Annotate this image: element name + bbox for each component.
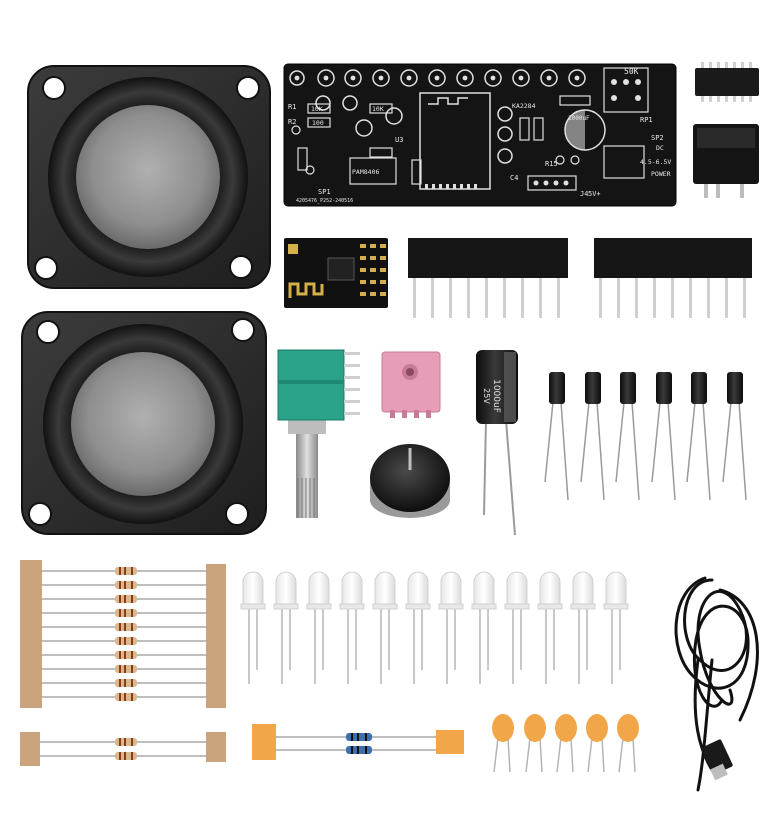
blue-resistors bbox=[252, 724, 464, 760]
pcb-label-ka: KA2284 bbox=[512, 102, 536, 110]
led-icon bbox=[306, 571, 332, 684]
pcb-label-r15: R15 bbox=[545, 160, 558, 168]
led-icon bbox=[240, 571, 266, 684]
pcb-label-10k-b: 10K bbox=[372, 105, 384, 113]
potentiometer-icon bbox=[277, 349, 360, 518]
small-capacitor bbox=[615, 372, 640, 501]
ceramic-cap bbox=[586, 714, 608, 773]
bluetooth-module-icon bbox=[284, 238, 388, 308]
led-icon bbox=[372, 571, 398, 684]
pcb-label-rp1: RP1 bbox=[640, 116, 653, 124]
resistor-strip bbox=[20, 560, 226, 708]
pcb-label-chip: PAM8406 bbox=[352, 168, 379, 176]
amplifier-pcb: 50K RP1 R1 R2 10K 10K 100 U3 SP1 SP2 C4 … bbox=[283, 63, 677, 207]
led-icon bbox=[438, 571, 464, 684]
led-icon bbox=[273, 571, 299, 684]
pcb-led-footprints bbox=[289, 69, 586, 164]
pcb-label-5v: 5V+ bbox=[588, 190, 601, 198]
pcb-label-dc: DC bbox=[656, 144, 664, 152]
pcb-label-10k-a: 10K bbox=[311, 105, 323, 113]
small-capacitor bbox=[580, 372, 605, 501]
capacitor-icon: 1000uF 25V bbox=[476, 350, 518, 536]
ceramic-cap bbox=[617, 714, 639, 773]
pcb-label-c-1000: 1000uF bbox=[568, 115, 590, 122]
pcb-label-sp1: SP1 bbox=[318, 188, 331, 196]
small-capacitor bbox=[544, 372, 569, 501]
pcb-label-100: 100 bbox=[312, 119, 324, 127]
capacitor-value-label: 1000uF bbox=[491, 379, 501, 413]
ceramic-cap bbox=[555, 714, 577, 773]
knob-icon bbox=[370, 444, 450, 518]
usb-plug bbox=[701, 739, 733, 775]
pcb-label-u3: U3 bbox=[395, 136, 403, 144]
pcb-label-r1: R1 bbox=[288, 103, 296, 111]
led-icon bbox=[504, 571, 530, 684]
dc-jack-icon bbox=[693, 124, 759, 198]
pcb-label-power: POWER bbox=[651, 170, 671, 178]
header-pin-icon bbox=[408, 238, 568, 318]
small-capacitor bbox=[686, 372, 711, 501]
capacitor-voltage-label: 25V bbox=[482, 388, 491, 404]
ic-chip-icon bbox=[695, 62, 759, 102]
ceramic-cap bbox=[492, 714, 514, 773]
small-capacitor bbox=[722, 372, 747, 501]
resistor-strip-small bbox=[20, 732, 226, 766]
led-icon bbox=[570, 571, 596, 684]
ceramic-cap bbox=[524, 714, 546, 773]
led-icon bbox=[603, 571, 629, 684]
speaker-2 bbox=[21, 311, 267, 535]
ceramic-capacitors bbox=[492, 714, 639, 773]
pcb-label-j4: J4 bbox=[580, 190, 588, 198]
led-icon bbox=[405, 571, 431, 684]
audio-jack-icon bbox=[381, 351, 441, 418]
pcb-label-c4: C4 bbox=[510, 174, 518, 182]
small-capacitor bbox=[651, 372, 676, 501]
small-capacitors bbox=[544, 372, 747, 501]
header-pin-2 bbox=[594, 238, 752, 318]
led-icon bbox=[537, 571, 563, 684]
pcb-label-sp2: SP2 bbox=[651, 134, 664, 142]
led-icon bbox=[339, 571, 365, 684]
pcb-label-r2: R2 bbox=[288, 118, 296, 126]
pcb-label-power-v: 4.5-6.5V bbox=[640, 158, 671, 166]
led-icon bbox=[471, 571, 497, 684]
leds bbox=[240, 571, 629, 684]
pcb-label-serial: 4205476_P252-240516 bbox=[296, 198, 353, 204]
speaker-1 bbox=[27, 65, 271, 289]
pcb-label-50k: 50K bbox=[624, 67, 639, 76]
